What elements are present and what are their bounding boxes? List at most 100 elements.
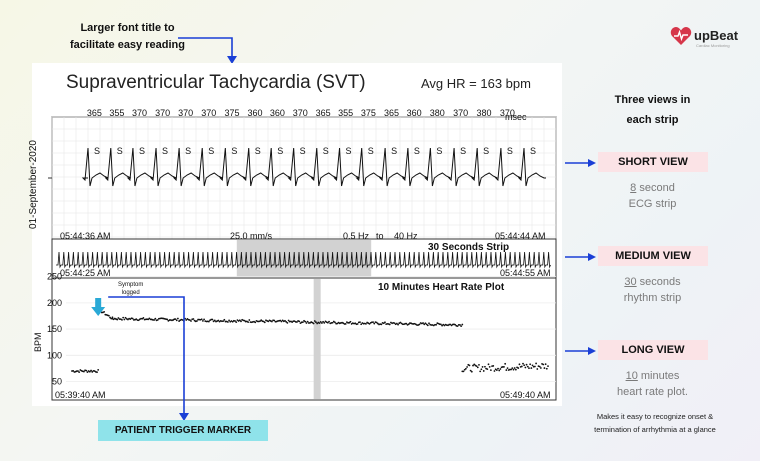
hr-point	[234, 320, 236, 322]
hr-point	[528, 367, 530, 370]
hr-point	[344, 323, 347, 325]
hr-point	[328, 320, 330, 323]
hr-point	[83, 370, 85, 373]
rr-interval-label: 370	[132, 108, 147, 118]
hr-point	[117, 317, 120, 319]
hr-point	[542, 363, 545, 366]
hr-point	[122, 316, 125, 319]
hr-point	[479, 370, 482, 373]
rr-interval-label: 380	[477, 108, 492, 118]
hr-point	[487, 363, 490, 366]
hr-point	[518, 363, 521, 366]
symptom-arrow-head	[91, 307, 106, 316]
hr-point	[154, 317, 157, 320]
hr-point	[499, 368, 502, 370]
hr-point	[109, 316, 111, 319]
hr-point	[323, 321, 326, 324]
hr-point	[72, 369, 75, 372]
rr-unit: msec	[505, 112, 527, 122]
hr-point	[512, 368, 515, 371]
rr-interval-label: 365	[316, 108, 331, 118]
hr-point	[492, 365, 495, 367]
trigger-marker-line	[108, 296, 185, 415]
hr-point	[207, 320, 210, 323]
hr-point	[368, 323, 371, 325]
filter-high: 40 Hz	[394, 231, 418, 241]
beat-label: S	[460, 146, 466, 156]
footer-line1: Makes it easy to recognize onset &	[596, 412, 714, 421]
hr-point	[190, 320, 192, 322]
hr-point	[121, 318, 123, 321]
hr-point	[463, 368, 466, 371]
hr-point	[286, 321, 289, 324]
views-heading: Three views in each strip	[590, 90, 715, 130]
hr-point	[285, 320, 288, 323]
hr-point	[422, 322, 424, 324]
long-start-time: 05:39:40 AM	[55, 390, 106, 400]
medium-view-num: 30	[624, 276, 637, 288]
beat-label: S	[162, 146, 168, 156]
hr-point	[531, 364, 534, 367]
medium-view-desc: 30 seconds rhythm strip	[590, 274, 715, 306]
hr-point	[226, 321, 229, 323]
hr-point	[505, 369, 508, 371]
hr-point	[254, 321, 257, 324]
hr-point	[147, 318, 150, 321]
hr-point	[273, 319, 276, 322]
long-view-frame	[51, 277, 557, 401]
hr-point	[529, 363, 532, 366]
medium-view-rest: seconds	[636, 276, 681, 288]
hr-point	[469, 369, 472, 372]
hr-point	[356, 323, 359, 325]
rr-interval-label: 365	[384, 108, 399, 118]
hr-point	[111, 316, 114, 319]
long-view-desc: 10 minutes heart rate plot.	[590, 368, 715, 400]
hr-point	[476, 366, 479, 369]
beat-label: S	[139, 146, 145, 156]
long-ylabel: BPM	[33, 332, 43, 352]
hr-point	[511, 367, 514, 370]
hr-point	[539, 367, 542, 369]
hr-ytick-label: 100	[47, 350, 62, 360]
hr-point	[520, 365, 523, 368]
medium-title: 30 Seconds Strip	[428, 242, 510, 253]
hr-point	[166, 318, 169, 321]
hr-point	[525, 363, 528, 366]
beat-label: S	[436, 146, 442, 156]
hr-point	[211, 318, 214, 321]
heart-logo-icon	[670, 27, 692, 45]
hr-point	[504, 362, 507, 365]
views-heading-line2: each strip	[626, 114, 679, 126]
hr-point	[222, 320, 225, 323]
hr-point	[331, 321, 334, 324]
short-view-line2: ECG strip	[628, 198, 677, 210]
hr-point	[454, 323, 457, 326]
hr-point	[426, 324, 429, 327]
hr-point	[506, 367, 509, 369]
hr-point	[359, 321, 361, 324]
patient-trigger-label: PATIENT TRIGGER MARKER	[98, 420, 268, 441]
filter-low: 0.5 Hz	[343, 231, 370, 241]
filter-to: to	[376, 231, 384, 241]
long-view-line2: heart rate plot.	[617, 386, 688, 398]
hr-point	[478, 363, 480, 366]
hr-point	[488, 365, 491, 368]
hr-ytick-label: 150	[47, 324, 62, 334]
short-view-num: 8	[630, 182, 637, 194]
hr-point	[372, 321, 374, 323]
hr-point	[489, 369, 492, 372]
hr-point	[405, 322, 408, 325]
footer-line2: termination of arrhythmia at a glance	[594, 425, 716, 434]
hr-point	[86, 371, 89, 374]
hr-point	[135, 318, 138, 321]
rr-interval-label: 375	[225, 108, 240, 118]
beat-label: S	[507, 146, 513, 156]
hr-ytick-label: 250	[47, 272, 62, 282]
rr-interval-label: 370	[500, 108, 515, 118]
hr-point	[77, 370, 79, 372]
hr-point	[243, 319, 246, 322]
long-view-rest: minutes	[637, 370, 680, 382]
title-arrow-head	[227, 56, 237, 64]
hr-point	[493, 370, 496, 372]
hr-point	[375, 321, 378, 324]
